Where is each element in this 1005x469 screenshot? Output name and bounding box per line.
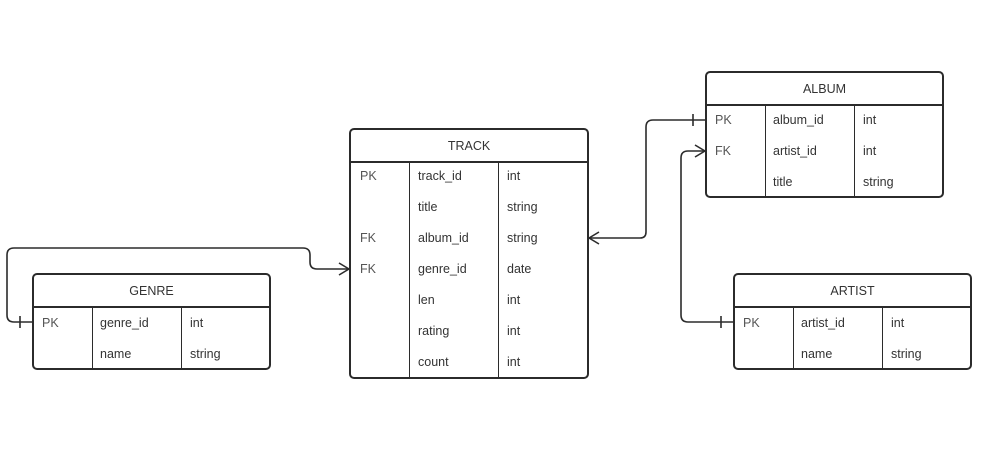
key-marker: PK: [715, 113, 732, 127]
column-divider: [409, 163, 410, 377]
key-marker: PK: [42, 316, 59, 330]
crowfoot-many-track-genre: [338, 262, 350, 276]
field-type: int: [507, 293, 521, 307]
field-name: genre_id: [418, 262, 467, 276]
entity-track-body: PK track_id int title string FK album_id…: [351, 163, 587, 377]
field-name: track_id: [418, 169, 462, 183]
field-name: title: [773, 175, 793, 189]
field-name: name: [100, 347, 132, 361]
key-marker: PK: [743, 316, 760, 330]
column-divider: [793, 308, 794, 368]
field-name: genre_id: [100, 316, 149, 330]
column-divider: [882, 308, 883, 368]
field-type: string: [190, 347, 221, 361]
field-type: int: [507, 169, 521, 183]
field-type: int: [863, 144, 877, 158]
entity-artist-body: PK artist_id int name string: [735, 308, 970, 368]
entity-artist[interactable]: ARTIST PK artist_id int name string: [733, 273, 972, 370]
entity-genre-body: PK genre_id int name string: [34, 308, 269, 368]
key-marker: FK: [360, 262, 376, 276]
entity-album-body: PK album_id int FK artist_id int title s…: [707, 106, 942, 196]
field-name: len: [418, 293, 435, 307]
column-divider: [92, 308, 93, 368]
field-name: count: [418, 355, 449, 369]
key-marker: FK: [360, 231, 376, 245]
key-marker: FK: [715, 144, 731, 158]
field-type: string: [507, 200, 538, 214]
field-type: string: [507, 231, 538, 245]
field-name: title: [418, 200, 438, 214]
field-type: int: [507, 355, 521, 369]
field-type: date: [507, 262, 532, 276]
column-divider: [854, 106, 855, 196]
connector-track-genre: [6, 247, 349, 323]
field-name: album_id: [418, 231, 469, 245]
field-name: album_id: [773, 113, 824, 127]
column-divider: [498, 163, 499, 377]
connector-album-artist: [680, 150, 733, 323]
entity-artist-title: ARTIST: [735, 275, 970, 308]
field-type: string: [863, 175, 894, 189]
connector-track-album: [589, 119, 705, 239]
field-type: int: [507, 324, 521, 338]
entity-track[interactable]: TRACK PK track_id int title string FK al…: [349, 128, 589, 379]
field-name: artist_id: [801, 316, 845, 330]
field-type: int: [863, 113, 877, 127]
field-type: string: [891, 347, 922, 361]
field-name: name: [801, 347, 833, 361]
entity-genre[interactable]: GENRE PK genre_id int name string: [32, 273, 271, 370]
key-marker: PK: [360, 169, 377, 183]
crowfoot-many-track-album: [588, 231, 600, 245]
entity-album[interactable]: ALBUM PK album_id int FK artist_id int t…: [705, 71, 944, 198]
field-name: artist_id: [773, 144, 817, 158]
entity-genre-title: GENRE: [34, 275, 269, 308]
column-divider: [181, 308, 182, 368]
entity-track-title: TRACK: [351, 130, 587, 163]
entity-album-title: ALBUM: [707, 73, 942, 106]
field-name: rating: [418, 324, 450, 338]
field-type: int: [190, 316, 204, 330]
column-divider: [765, 106, 766, 196]
crowfoot-many-album-artist: [694, 144, 706, 158]
field-type: int: [891, 316, 905, 330]
